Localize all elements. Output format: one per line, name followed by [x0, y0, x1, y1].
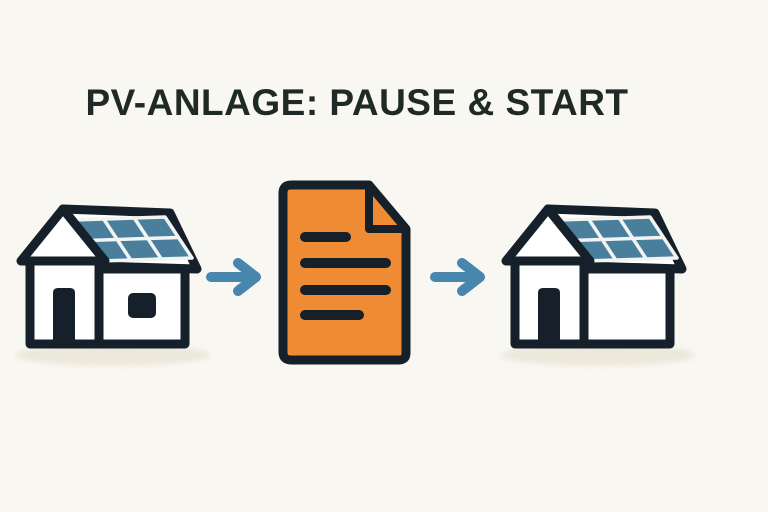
arrow-right-icon	[429, 256, 487, 296]
document-text-lines	[300, 232, 391, 320]
arrow-right-icon	[205, 256, 263, 296]
document-folded-corner	[365, 181, 410, 233]
house-solar-end-icon	[498, 198, 698, 370]
page-title: PV-ANLAGE: PAUSE & START	[85, 82, 629, 123]
arrow-1-svg	[205, 256, 263, 296]
document-svg	[278, 180, 411, 365]
document-icon	[270, 172, 420, 372]
house-start-svg	[13, 198, 213, 370]
arrow-2-svg	[429, 256, 487, 296]
house-end-svg	[498, 198, 698, 370]
house-solar-start-icon	[13, 198, 213, 370]
window-icon	[128, 293, 156, 318]
